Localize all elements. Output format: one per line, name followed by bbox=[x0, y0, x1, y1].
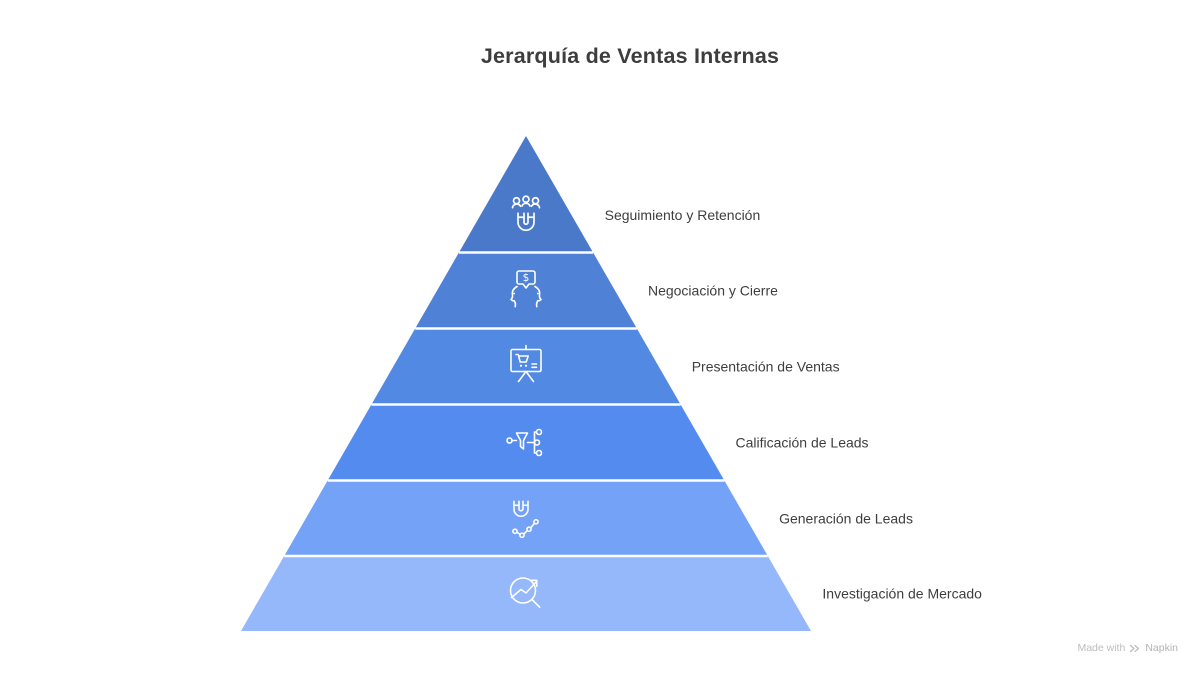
level-label-3: Presentación de Ventas bbox=[692, 359, 840, 375]
level-label-1: Seguimiento y Retención bbox=[605, 207, 761, 223]
diagram-title: Jerarquía de Ventas Internas bbox=[480, 44, 780, 68]
watermark: Made with Napkin bbox=[1077, 642, 1178, 654]
watermark-prefix: Made with bbox=[1077, 642, 1126, 654]
napkin-logo-icon bbox=[1130, 644, 1140, 652]
pyramid-level-1 bbox=[458, 136, 594, 253]
level-label-4: Calificación de Leads bbox=[735, 435, 868, 451]
pyramid-level-2 bbox=[415, 252, 637, 329]
watermark-brand: Napkin bbox=[1145, 642, 1178, 654]
level-label-5: Generación de Leads bbox=[779, 510, 913, 526]
pyramid-level-5 bbox=[284, 480, 768, 556]
level-label-6: Investigación de Mercado bbox=[822, 586, 982, 602]
pyramid-level-4 bbox=[327, 404, 725, 481]
level-label-2: Negociación y Cierre bbox=[648, 283, 778, 299]
